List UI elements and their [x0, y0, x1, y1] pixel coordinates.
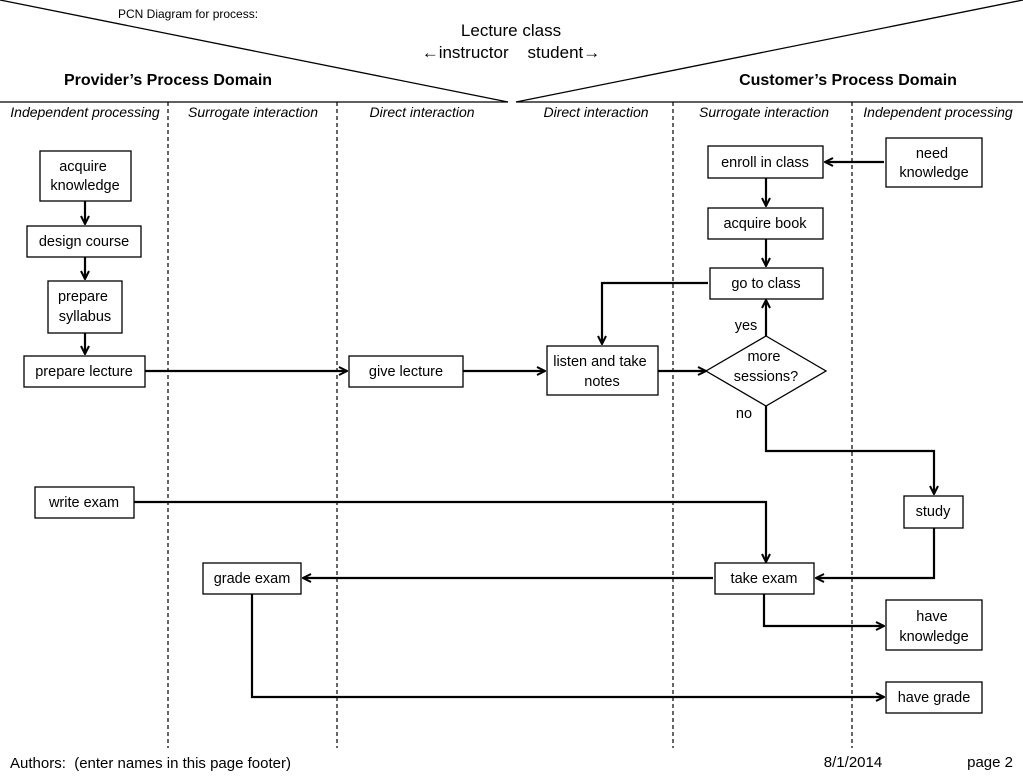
label-enroll-in-class: enroll in class [721, 155, 809, 171]
label-design-course: design course [39, 234, 129, 250]
step-design-course [26, 225, 142, 258]
region-separators [167, 102, 853, 748]
label-give-lecture: give lecture [369, 364, 443, 380]
label-have-knowledge: have knowledge [899, 609, 968, 645]
footer-authors: Authors: (enter names in this page foote… [10, 755, 291, 772]
label-write-exam: write exam [48, 495, 119, 511]
step-enroll-in-class [707, 145, 824, 179]
region-provider-direct: Direct interaction [369, 104, 474, 120]
flow-write-exam-to-take-exam [134, 500, 766, 562]
label-take-exam: take exam [731, 571, 798, 587]
step-prepare-lecture [23, 355, 146, 388]
region-customer-independent: Independent processing [863, 104, 1013, 120]
step-prepare-syllabus [47, 280, 123, 334]
flow-take-exam-to-have-knowledge [762, 594, 884, 626]
label-prepare-syllabus: prepare syllabus [58, 289, 112, 325]
step-acquire-knowledge [39, 150, 132, 202]
step-grade-exam [202, 562, 302, 595]
label-study: study [916, 504, 951, 520]
region-provider-independent: Independent processing [10, 104, 160, 120]
step-go-to-class [709, 267, 824, 300]
provider-domain-title: Provider’s Process Domain [64, 72, 272, 89]
region-provider-surrogate: Surrogate interaction [188, 104, 318, 120]
step-listen-take-notes [546, 345, 659, 396]
footer-date: 8/1/2014 [824, 754, 882, 771]
step-write-exam [34, 486, 135, 519]
decision-no-label: no [736, 406, 752, 422]
footer-page-number: page 2 [967, 754, 1013, 771]
step-study [903, 495, 964, 529]
step-acquire-book [707, 207, 824, 240]
label-go-to-class: go to class [731, 276, 800, 292]
flow-connectors [85, 162, 934, 697]
label-prepare-lecture: prepare lecture [35, 364, 133, 380]
region-customer-surrogate: Surrogate interaction [699, 104, 829, 120]
label-listen-take-notes: listen and take notes [553, 354, 651, 390]
region-customer-direct: Direct interaction [543, 104, 648, 120]
label-more-sessions: more sessions? [734, 349, 798, 385]
step-give-lecture [348, 355, 464, 388]
step-take-exam [714, 562, 815, 595]
diagram-caption: PCN Diagram for process: [118, 7, 258, 21]
step-more-sessions [704, 335, 828, 407]
label-acquire-book: acquire book [723, 216, 807, 232]
direction-labels: ←instructor student→ [422, 43, 601, 62]
step-need-knowledge [885, 137, 983, 188]
flow-study-to-take-exam [816, 528, 936, 578]
decision-yes-label: yes [735, 318, 758, 334]
label-need-knowledge: need knowledge [899, 146, 968, 181]
customer-domain-title: Customer’s Process Domain [739, 72, 957, 89]
domain-boundaries [0, 0, 1023, 103]
flow-grade-exam-to-have-grade [250, 594, 884, 697]
label-grade-exam: grade exam [214, 571, 291, 587]
process-name: Lecture class [461, 21, 561, 40]
flow-decision-no [764, 405, 934, 494]
step-have-grade [885, 681, 983, 714]
step-have-knowledge [885, 599, 983, 651]
flow-class-to-listen [602, 281, 708, 344]
label-have-grade: have grade [898, 690, 971, 706]
label-acquire-knowledge: acquire knowledge [50, 159, 119, 194]
